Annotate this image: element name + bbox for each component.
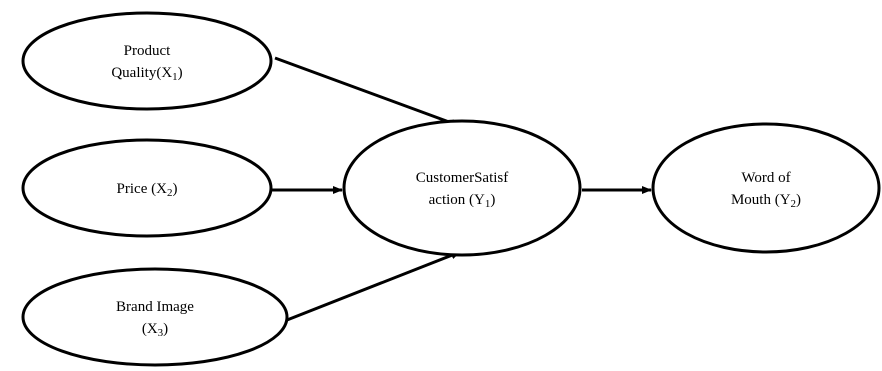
node-x3: Brand Image (X3) — [21, 267, 289, 367]
arrow-x3-to-y1 — [286, 250, 461, 322]
edges — [271, 56, 652, 322]
node-label-x1-line-1: Product — [124, 43, 171, 59]
node-ellipse-y2 — [651, 122, 881, 254]
node-ellipse-x2 — [21, 138, 273, 238]
node-label-y2-line-1: Word of — [741, 170, 790, 186]
node-ellipse-y1 — [342, 119, 582, 257]
node-x2: Price (X2) — [21, 138, 273, 238]
node-y2: Word of Mouth (Y2) — [651, 122, 881, 254]
node-label-x1-line-2: Quality(X1) — [111, 65, 182, 83]
node-label-y2-line-2: Mouth (Y2) — [731, 192, 801, 210]
node-ellipse-x1 — [21, 11, 273, 111]
node-label-x3-line-2: (X3) — [142, 321, 168, 339]
node-label-x2-line-1: Price (X2) — [117, 181, 178, 199]
node-label-y1-line-1: CustomerSatisf — [416, 170, 509, 186]
node-label-y1-line-2: action (Y1) — [429, 192, 496, 210]
node-y1: CustomerSatisf action (Y1) — [342, 119, 582, 257]
node-label-x3-line-1: Brand Image — [116, 299, 194, 315]
node-ellipse-x3 — [21, 267, 289, 367]
arrow-x1-to-y1 — [274, 56, 461, 128]
